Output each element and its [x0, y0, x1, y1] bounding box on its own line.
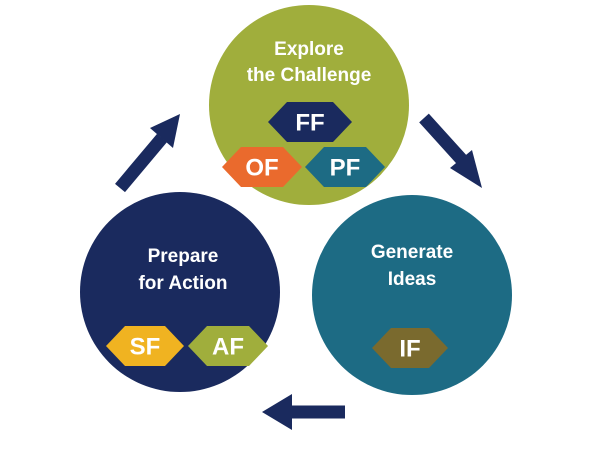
prepare-title-line1: Prepare [148, 246, 219, 267]
if-badge: IF [372, 328, 448, 368]
generate-title-line2: Ideas [388, 269, 437, 290]
of-badge-label: OF [245, 155, 278, 182]
af-badge-label: AF [212, 334, 244, 361]
pf-badge: PF [305, 147, 385, 187]
explore-title-line2: the Challenge [247, 65, 372, 86]
ff-badge: FF [268, 102, 352, 142]
sf-badge: SF [106, 326, 184, 366]
of-badge: OF [222, 147, 302, 187]
generate-stage-circle [312, 195, 512, 395]
explore-title-line1: Explore [274, 39, 344, 60]
pf-badge-label: PF [330, 155, 361, 182]
generate-title-line1: Generate [371, 242, 453, 263]
ff-badge-label: FF [295, 110, 324, 137]
arrow-to-prepare [262, 394, 345, 430]
if-badge-label: IF [399, 336, 420, 363]
arrow-to-generate [419, 113, 482, 188]
prepare-title-line2: for Action [138, 273, 227, 294]
sf-badge-label: SF [130, 334, 161, 361]
arrow-to-explore [115, 114, 180, 193]
af-badge: AF [188, 326, 268, 366]
